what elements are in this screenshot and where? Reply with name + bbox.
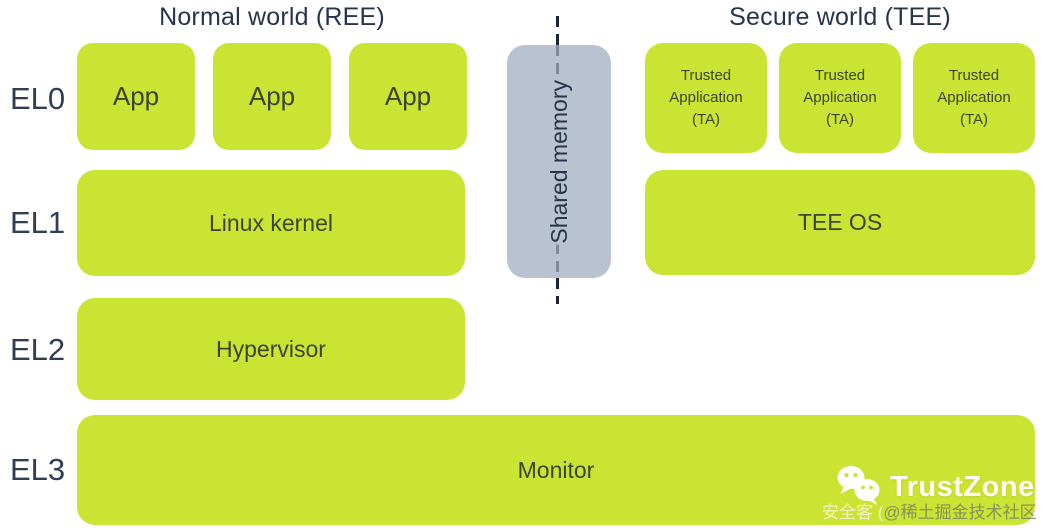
shared-memory-label-wrap: Shared memory bbox=[507, 45, 611, 278]
linux-kernel-box: Linux kernel bbox=[77, 170, 465, 276]
monitor-box: Monitor bbox=[77, 415, 1035, 525]
trusted-application-box-1: Trusted Application (TA) bbox=[645, 43, 767, 153]
watermark-subtitle: 安全客 (@稀土掘金技术社区 bbox=[822, 498, 1037, 523]
el3-label: EL3 bbox=[10, 452, 66, 487]
secure-world-title: Secure world (TEE) bbox=[729, 3, 951, 31]
wechat-icon bbox=[836, 464, 882, 511]
shared-memory-label: Shared memory bbox=[541, 78, 577, 245]
watermark: TrustZone bbox=[836, 464, 1035, 511]
normal-world-title: Normal world (REE) bbox=[159, 3, 385, 31]
watermark-subtitle-right: @稀土掘金技术社区 bbox=[883, 503, 1037, 522]
trusted-application-box-2: Trusted Application (TA) bbox=[779, 43, 901, 153]
hypervisor-box: Hypervisor bbox=[77, 298, 465, 400]
trusted-application-box-3: Trusted Application (TA) bbox=[913, 43, 1035, 153]
watermark-brand: TrustZone bbox=[890, 471, 1035, 503]
el2-label: EL2 bbox=[10, 332, 66, 367]
el1-label: EL1 bbox=[10, 205, 66, 240]
world-divider-dash-top bbox=[556, 16, 559, 45]
watermark-subtitle-left: 安全客 ( bbox=[822, 503, 884, 522]
tee-os-box: TEE OS bbox=[645, 170, 1035, 275]
el0-label: EL0 bbox=[10, 81, 66, 116]
app-box-3: App bbox=[349, 43, 467, 150]
app-box-1: App bbox=[77, 43, 195, 150]
world-divider-dash-bottom bbox=[556, 278, 559, 304]
app-box-2: App bbox=[213, 43, 331, 150]
